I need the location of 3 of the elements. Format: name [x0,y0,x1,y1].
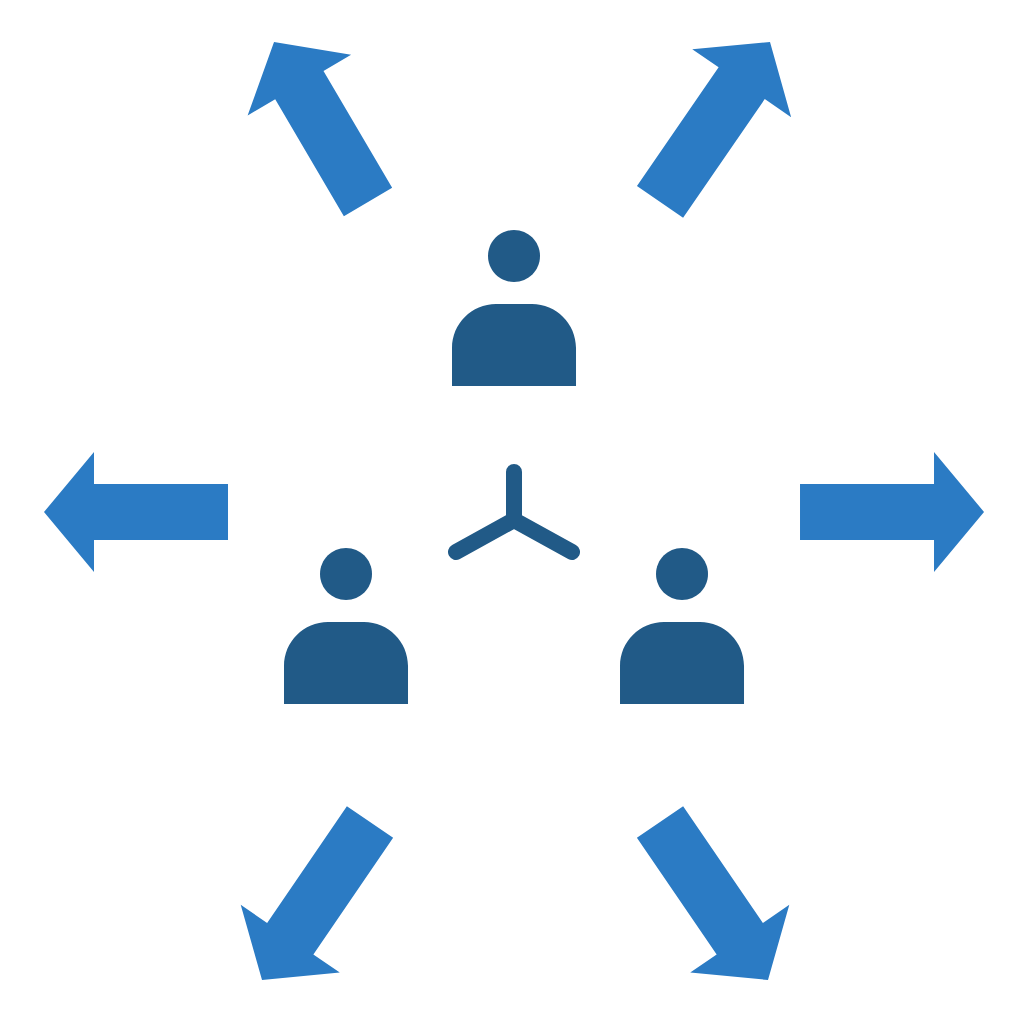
person-icon [452,230,576,386]
person-icon [620,548,744,704]
person-icon [284,548,408,704]
